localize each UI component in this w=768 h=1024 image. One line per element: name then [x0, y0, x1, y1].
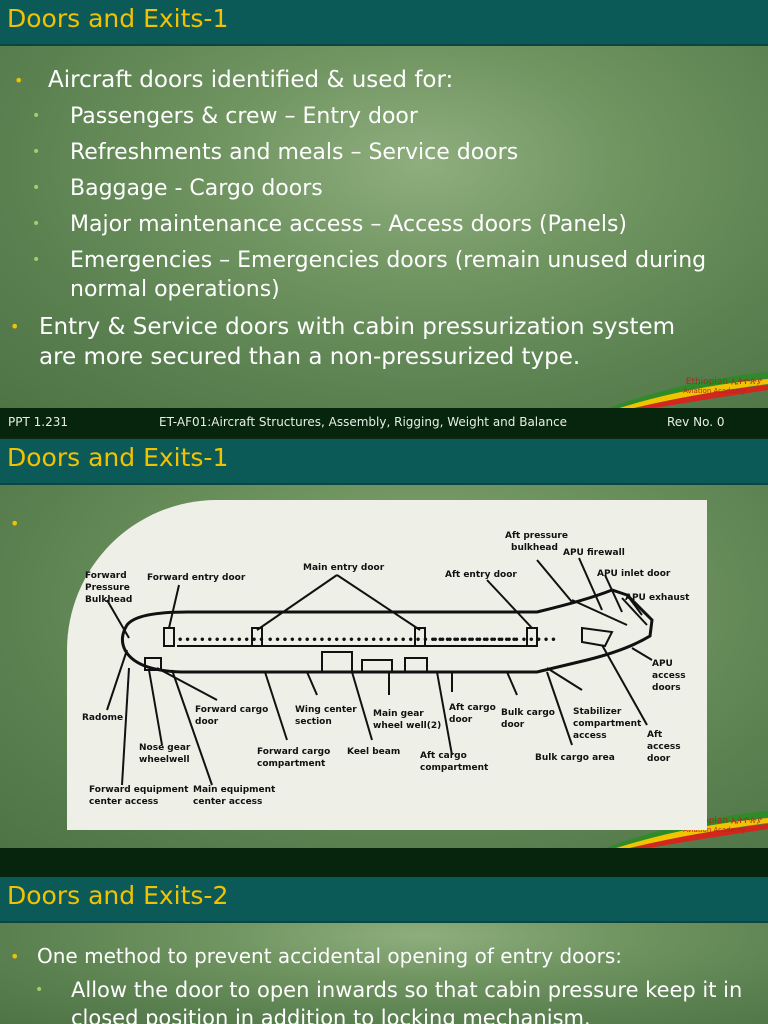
slide-1-footer: PPT 1.231 ET-AF01:Aircraft Structures, A…: [0, 408, 768, 437]
slide-1-title-bar: Doors and Exits-1: [0, 0, 768, 46]
slide-2-title-bar: Doors and Exits-1: [0, 439, 768, 485]
bullet-text: Baggage - Cargo doors: [70, 176, 323, 201]
bullet-item: • Entry & Service doors with cabin press…: [10, 312, 710, 372]
leader-lines: [106, 557, 653, 786]
logo-line-2: Aviation Academy: [683, 387, 746, 395]
sub-bullet-dot-icon: •: [32, 144, 41, 160]
label-keel-beam: Keel beam: [347, 747, 400, 757]
fuselage-outline: [120, 588, 654, 674]
label-radome: Radome: [82, 713, 123, 723]
sub-bullet-dot-icon: •: [32, 252, 41, 268]
slide-3: Doors and Exits-2 • One method to preven…: [0, 877, 768, 1024]
slide-2-footer: [0, 848, 768, 877]
bullet-dot-icon: •: [10, 514, 20, 533]
bullet-text: Passengers & crew – Entry door: [70, 104, 418, 129]
aircraft-door-diagram: •••••••••••• •••••••••••••••••••••••••••…: [67, 500, 707, 830]
label-aft-entry-door: Aft entry door: [445, 570, 517, 580]
label-bulk-cargo-area: Bulk cargo area: [535, 753, 615, 763]
footer-slide-number: PPT 1.231: [8, 415, 68, 429]
slide-2-title: Doors and Exits-1: [7, 443, 229, 472]
bullet-text: One method to prevent accidental opening…: [37, 944, 623, 968]
slide-1: Doors and Exits-1 • Aircraft doors ident…: [0, 0, 768, 410]
sub-bullet-dot-icon: •: [35, 982, 44, 998]
bullet-dot-icon: •: [14, 71, 24, 90]
sub-bullet-item: • Allow the door to open inwards so that…: [35, 976, 755, 1024]
label-forward-entry-door: Forward entry door: [147, 573, 246, 583]
logo-line-1: Ethiopian ኢትዮጵያ: [685, 816, 762, 826]
aircraft-diagram-svg: •••••••••••• •••••••••••••••••••••••••••…: [82, 531, 690, 807]
logo-line-2: Aviation Academy: [683, 826, 746, 834]
slide-1-title: Doors and Exits-1: [7, 4, 229, 33]
slide-3-title-bar: Doors and Exits-2: [0, 877, 768, 923]
svg-text:••••••••••••••••••••••••••••••: ••••••••••••••••••••••••••••••••••: [267, 635, 518, 646]
ethiopian-aviation-academy-logo: Ethiopian ኢትዮጵያ Aviation Academy: [603, 370, 768, 410]
bullet-text: Allow the door to open inwards so that c…: [71, 978, 743, 1024]
label-apu-inlet-door: APU inlet door: [597, 569, 671, 579]
logo-line-1: Ethiopian ኢትዮጵያ: [685, 377, 762, 387]
svg-text:••••••••••••: ••••••••••••: [177, 635, 266, 646]
sub-bullet-item: • Emergencies – Emergencies doors (remai…: [32, 246, 712, 304]
label-apu-exhaust: APU exhaust: [625, 593, 690, 603]
logo-swoosh-icon: [603, 372, 768, 410]
bullet-dot-icon: •: [10, 947, 20, 966]
sub-bullet-dot-icon: •: [32, 180, 41, 196]
bullet-text: Refreshments and meals – Service doors: [70, 140, 519, 165]
footer-course-title: ET-AF01:Aircraft Structures, Assembly, R…: [159, 415, 568, 429]
footer-revision: Rev No. 0: [667, 415, 725, 429]
sub-bullet-dot-icon: •: [32, 216, 41, 232]
label-apu-firewall: APU firewall: [563, 548, 625, 558]
bullet-text: Entry & Service doors with cabin pressur…: [39, 314, 676, 370]
cabin-windows: •••••••••••• •••••••••••••••••••••••••••…: [177, 635, 558, 646]
bullet-text: Emergencies – Emergencies doors (remain …: [70, 248, 707, 302]
label-main-entry-door: Main entry door: [303, 563, 385, 573]
slide-3-title: Doors and Exits-2: [7, 881, 229, 910]
bullet-text: Major maintenance access – Access doors …: [70, 212, 627, 237]
bullet-dot-icon: •: [10, 317, 20, 336]
sub-bullet-dot-icon: •: [32, 108, 41, 124]
bullet-text: Aircraft doors identified & used for:: [48, 67, 454, 93]
svg-text:•••••••••••••••••: •••••••••••••••••: [432, 635, 558, 646]
